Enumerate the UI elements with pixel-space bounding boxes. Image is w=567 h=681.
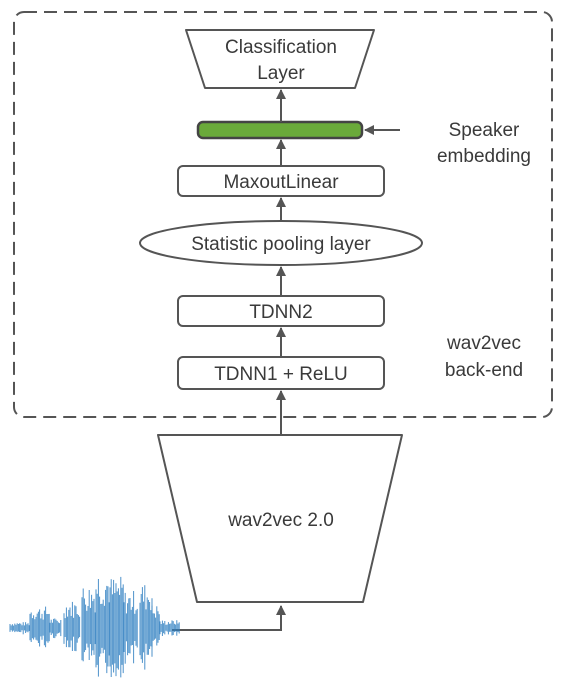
tdnn2-label: TDNN2 [249,302,312,323]
tdnn1-label: TDNN1 + ReLU [214,364,348,385]
statistic-pooling-label: Statistic pooling layer [191,234,371,255]
audio-waveform-image [9,576,180,678]
speaker-embedding-label-line2: embedding [437,146,531,167]
classification-layer-label-line1: Classification [225,37,337,58]
backend-label-line2: back-end [445,360,523,381]
wav2vec-model-box [157,434,403,603]
arrow-waveform-to-wav2vec [172,605,286,631]
speaker-embedding-bar [196,120,364,140]
backend-dashed-box [13,11,553,418]
speaker-embedding-label-line1: Speaker [449,120,520,141]
classification-layer-box [185,29,375,89]
wav2vec-model-label: wav2vec 2.0 [227,510,334,531]
maxout-linear-label: MaxoutLinear [223,172,339,193]
backend-label-line1: wav2vec [446,333,521,354]
classification-layer-label-line2: Layer [257,63,305,84]
